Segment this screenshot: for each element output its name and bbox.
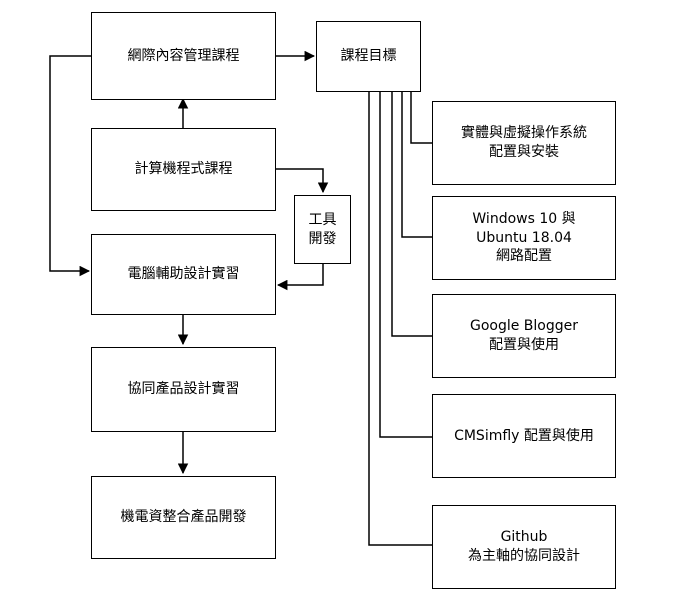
goal-github-box: Github 為主軸的協同設計 xyxy=(432,505,616,589)
programming-course-label: 計算機程式課程 xyxy=(134,161,233,178)
connector-goal-to-github xyxy=(368,92,432,546)
arrow-programming-to-tooldev xyxy=(276,168,329,194)
tool-dev-label-line2: 開發 xyxy=(308,230,337,247)
goal-vm-os-line1: 實體與虛擬操作系統 xyxy=(461,125,587,142)
course-goal-box: 課程目標 xyxy=(316,21,421,92)
connector-goal-to-blogger xyxy=(391,92,432,337)
goal-win-ubuntu-line1: Windows 10 與 xyxy=(472,210,576,227)
connector-goal-to-vm-os xyxy=(410,92,432,144)
collab-product-practice-label: 協同產品設計實習 xyxy=(127,381,240,398)
goal-vm-os-box: 實體與虛擬操作系統 配置與安裝 xyxy=(432,101,616,185)
mechatronics-product-dev-box: 機電資整合產品開發 xyxy=(91,476,276,559)
goal-win-ubuntu-line2: Ubuntu 18.04 xyxy=(476,229,572,246)
goal-win-ubuntu-line3: 網路配置 xyxy=(496,248,552,265)
cad-practice-box: 電腦輔助設計實習 xyxy=(91,234,276,315)
arrow-tooldev-to-cad xyxy=(276,264,324,291)
cad-practice-label: 電腦輔助設計實習 xyxy=(127,266,240,283)
connector-goal-to-win-ubuntu xyxy=(401,92,432,238)
web-cms-course-box: 網際內容管理課程 xyxy=(91,12,276,100)
goal-github-line1: Github xyxy=(500,529,548,546)
programming-course-box: 計算機程式課程 xyxy=(91,128,276,211)
mechatronics-product-dev-label: 機電資整合產品開發 xyxy=(120,509,247,526)
arrow-cms-loop-to-cad xyxy=(49,55,92,277)
goal-blogger-line1: Google Blogger xyxy=(469,318,579,335)
collab-product-practice-box: 協同產品設計實習 xyxy=(91,347,276,432)
goal-vm-os-line2: 配置與安裝 xyxy=(489,144,559,160)
tool-dev-box: 工具 開發 xyxy=(294,195,351,264)
connector-goal-to-cmsimfly xyxy=(379,92,432,438)
goal-win-ubuntu-box: Windows 10 與 Ubuntu 18.04 網路配置 xyxy=(432,196,616,280)
tool-dev-label-line1: 工具 xyxy=(308,211,337,228)
goal-cmsimfly-box: CMSimfly 配置與使用 xyxy=(432,394,616,478)
web-cms-course-label: 網際內容管理課程 xyxy=(127,47,240,64)
goal-blogger-line2: 配置與使用 xyxy=(489,337,559,353)
goal-blogger-box: Google Blogger 配置與使用 xyxy=(432,294,616,378)
course-goal-label: 課程目標 xyxy=(340,48,397,65)
goal-cmsimfly-line1: CMSimfly 配置與使用 xyxy=(454,427,594,444)
goal-github-line2: 為主軸的協同設計 xyxy=(468,548,580,564)
